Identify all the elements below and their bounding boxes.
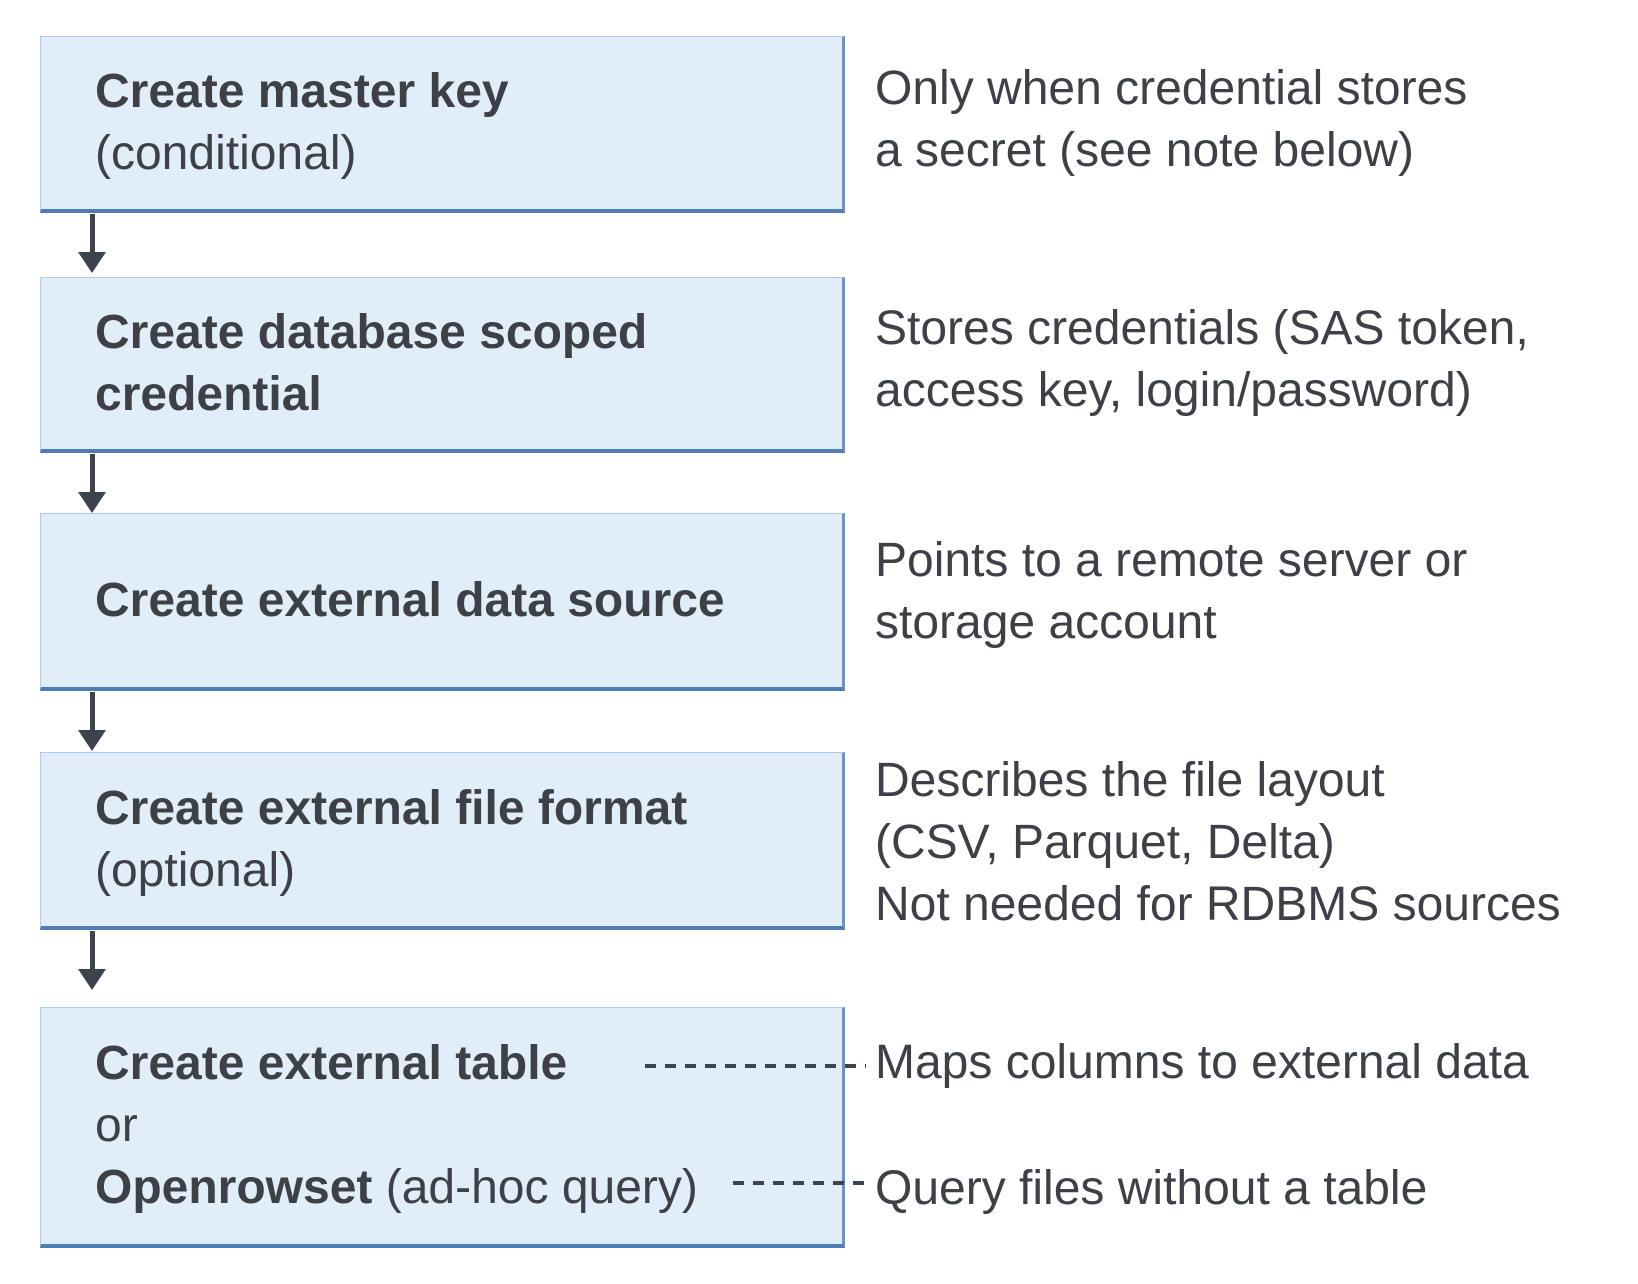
dashed-connector-openrowset (733, 1181, 866, 1185)
step-subtitle: (optional) (95, 843, 296, 897)
step-title: Create master key (95, 65, 509, 118)
step-box-create-external-table-or-openrowset: Create external table or Openrowset (ad-… (40, 1007, 845, 1248)
note-file-format: Describes the file layout (CSV, Parquet,… (875, 750, 1561, 936)
step-or-label: or (95, 1099, 138, 1152)
step-box-create-external-data-source: Create external data source (40, 513, 845, 691)
arrow-shaft (90, 214, 95, 253)
step-title: Create external file format (95, 781, 688, 835)
note-data-source: Points to a remote server or storage acc… (875, 530, 1467, 654)
dashed-connector-external-table (645, 1064, 866, 1068)
arrow-shaft (90, 454, 95, 493)
arrow-head-icon (78, 969, 106, 990)
note-openrowset: Query files without a table (875, 1158, 1427, 1220)
step-box-create-master-key: Create master key (conditional) (40, 36, 845, 213)
note-scoped-credential: Stores credentials (SAS token, access ke… (875, 298, 1529, 422)
note-line: Query files without a table (875, 1162, 1428, 1215)
step-title: Create external table (95, 1037, 568, 1090)
arrow-head-icon (78, 492, 106, 513)
note-line: Describes the file layout (875, 754, 1385, 807)
note-external-table: Maps columns to external data (875, 1032, 1529, 1094)
arrow-shaft (90, 931, 95, 970)
step-title-line3: Openrowset (ad-hoc query) (95, 1157, 822, 1219)
arrow-head-icon (78, 252, 106, 273)
note-line: a secret (see note below) (875, 124, 1414, 177)
note-line: Stores credentials (SAS token, (875, 302, 1529, 355)
step-box-create-database-scoped-credential: Create database scoped credential (40, 277, 845, 453)
note-line: Points to a remote server or (875, 534, 1468, 587)
step-subtitle: (conditional) (95, 127, 357, 180)
note-line: Not needed for RDBMS sources (875, 878, 1561, 931)
arrow-head-icon (78, 730, 106, 751)
note-line: storage account (875, 596, 1217, 649)
openrowset-label: Openrowset (95, 1161, 373, 1214)
step-box-create-external-file-format: Create external file format (optional) (40, 752, 845, 930)
step-title: Create external data source (95, 573, 725, 627)
step-title-line2: credential (95, 367, 322, 421)
note-line: Only when credential stores (875, 62, 1468, 115)
arrow-shaft (90, 692, 95, 731)
note-line: access key, login/password) (875, 364, 1472, 417)
step-title: Create database scoped (95, 305, 648, 359)
note-line: Maps columns to external data (875, 1036, 1529, 1089)
adhoc-query-label: (ad-hoc query) (372, 1161, 698, 1214)
note-master-key: Only when credential stores a secret (se… (875, 58, 1467, 182)
note-line: (CSV, Parquet, Delta) (875, 816, 1335, 869)
